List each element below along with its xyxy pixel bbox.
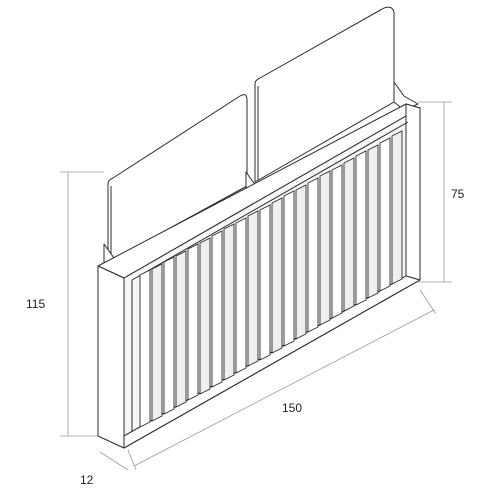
- front-edge: [123, 278, 421, 449]
- dimension-height-box: 75: [451, 187, 465, 201]
- dimension-width: 150: [282, 401, 302, 415]
- right-back-panel: [254, 6, 395, 183]
- dimension-height-total: 115: [26, 297, 45, 311]
- right-end: [405, 103, 421, 281]
- dimension-depth: 12: [80, 473, 94, 487]
- back-panels: [103, 6, 419, 275]
- slats: [139, 130, 403, 428]
- dimension-lines: [60, 101, 452, 471]
- left-back-panel: [107, 94, 248, 263]
- left-front-end: [97, 265, 125, 449]
